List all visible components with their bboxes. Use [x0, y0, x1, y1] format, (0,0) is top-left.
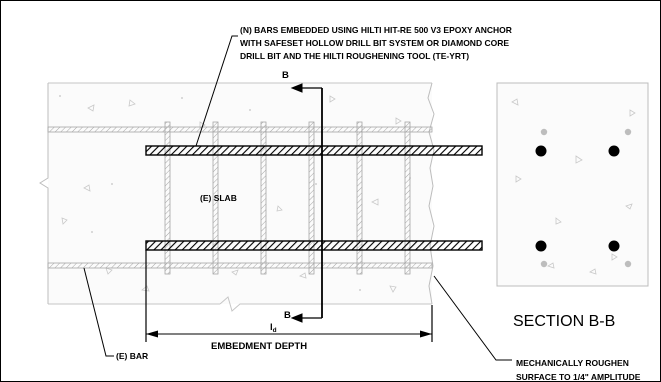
existing-bar-leader	[83, 267, 114, 357]
section-b-b-view	[496, 82, 649, 287]
roughen-note-line1: MECHANICALLY ROUGHEN	[516, 358, 629, 368]
existing-bar-label: (E) BAR	[116, 351, 148, 361]
roughen-note-line2: SURFACE TO 1/4" AMPLITUDE	[516, 372, 641, 382]
new-bars-note-line1: (N) BARS EMBEDDED USING HILTI HIT-RE 500…	[240, 25, 512, 35]
new-bars-leader	[195, 35, 238, 147]
new-embedded-bars	[145, 145, 483, 251]
existing-bars	[47, 126, 433, 269]
section-cut-line	[290, 83, 323, 323]
new-bars-note-line2: WITH SAFESET HOLLOW DRILL BIT SYSTEM OR …	[240, 38, 509, 48]
new-bars-note-line3: DRILL BIT AND THE HILTI ROUGHENING TOOL …	[240, 51, 469, 61]
roughen-leader	[433, 275, 512, 361]
existing-slab-elevation	[39, 82, 435, 312]
section-mark-top: B	[282, 70, 289, 81]
embedment-dimension	[145, 250, 433, 342]
ld-symbol: ld	[270, 322, 277, 334]
existing-slab-label: (E) SLAB	[200, 193, 237, 203]
embedment-depth-label: EMBEDMENT DEPTH	[211, 341, 307, 352]
section-mark-bottom: B	[284, 310, 291, 321]
existing-stirrups	[164, 121, 411, 275]
section-title: SECTION B-B	[513, 313, 615, 330]
